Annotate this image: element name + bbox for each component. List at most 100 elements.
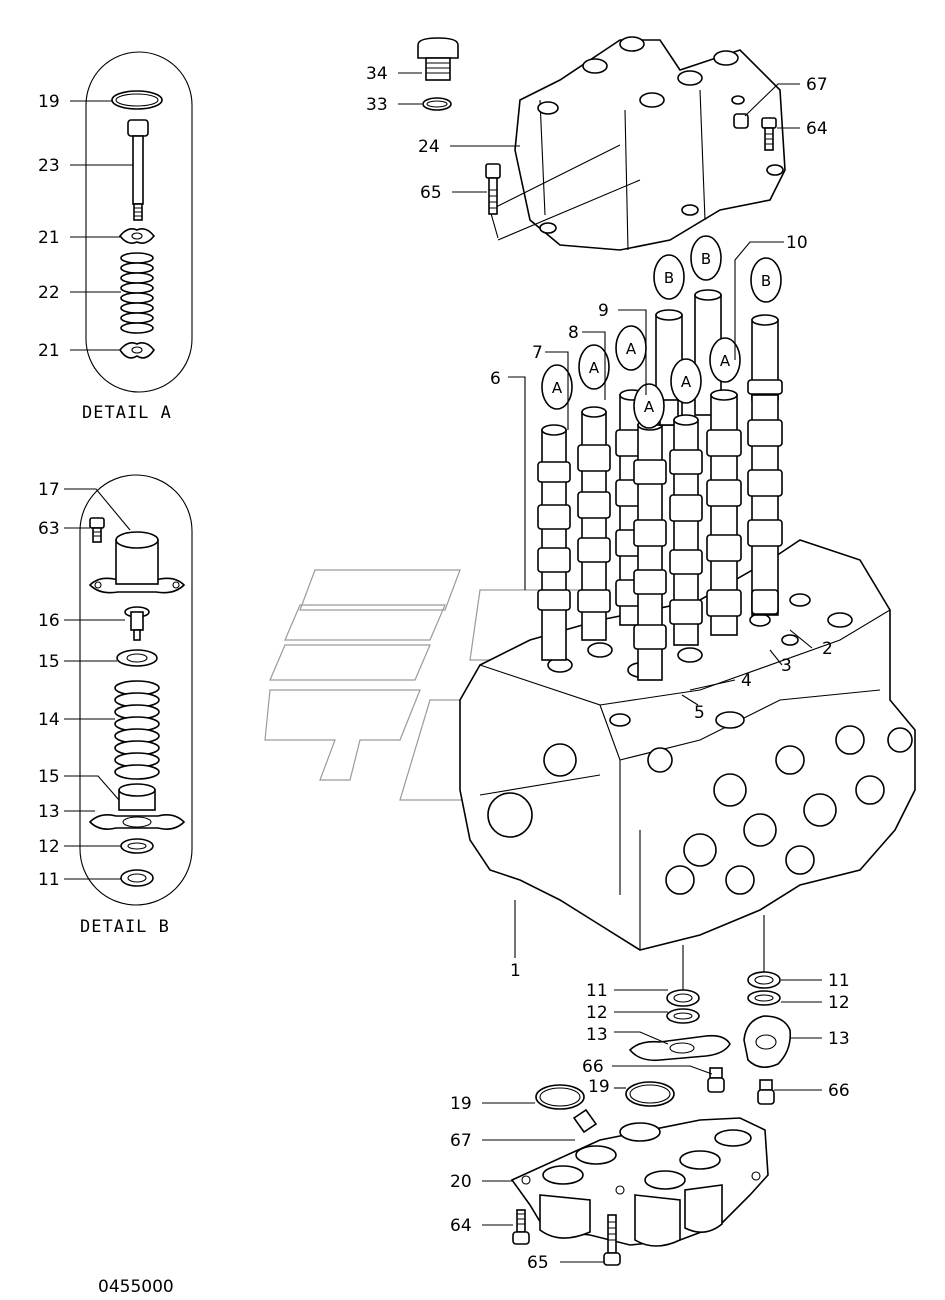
plate-13-left bbox=[628, 1034, 731, 1062]
callout-12-right: 12 bbox=[828, 993, 850, 1013]
spring-seat-21-lower bbox=[119, 342, 155, 359]
callout-19-detail-a: 19 bbox=[38, 92, 60, 112]
callout-21-lower: 21 bbox=[38, 341, 60, 361]
callout-65-top: 65 bbox=[420, 183, 442, 203]
bolt-66-left bbox=[707, 1067, 725, 1093]
spool-tag-a-6 bbox=[541, 364, 573, 410]
callout-15-lower: 15 bbox=[38, 767, 60, 787]
spring-seat-15-lower bbox=[118, 783, 156, 811]
drawing-number: 0455000 bbox=[98, 1277, 174, 1297]
callout-9: 9 bbox=[598, 301, 609, 321]
spool-tag-b-upper-text: B bbox=[701, 250, 711, 268]
spool-4 bbox=[669, 414, 703, 646]
o-ring-33 bbox=[422, 97, 452, 111]
spool-3 bbox=[706, 389, 742, 636]
spool-tag-group: A A A A A A B B B bbox=[541, 235, 782, 429]
detail-b: 17 63 16 15 14 15 13 12 11 DETAIL B bbox=[38, 474, 193, 937]
callout-11-detail-b: 11 bbox=[38, 870, 60, 890]
callout-11-right: 11 bbox=[828, 971, 850, 991]
cap-17 bbox=[88, 531, 186, 594]
seal-12-detail-b bbox=[120, 838, 154, 854]
callout-8: 8 bbox=[568, 323, 579, 343]
detail-b-label: DETAIL B bbox=[80, 917, 170, 937]
callout-21-upper: 21 bbox=[38, 228, 60, 248]
spool-tag-a-3 bbox=[709, 337, 741, 383]
callout-34: 34 bbox=[366, 64, 388, 84]
spool-tag-a-3-text: A bbox=[720, 352, 731, 370]
callout-7: 7 bbox=[532, 343, 543, 363]
plug-67-bottom bbox=[572, 1108, 598, 1134]
callout-11-left: 11 bbox=[586, 981, 608, 1001]
bolt-66-right bbox=[757, 1079, 775, 1105]
callout-23: 23 bbox=[38, 156, 60, 176]
spool-tag-a-4-text: A bbox=[681, 373, 692, 391]
callout-63: 63 bbox=[38, 519, 60, 539]
detail-a-outline bbox=[85, 51, 193, 393]
spool-tag-b-upper bbox=[690, 235, 722, 281]
seal-12-right bbox=[747, 990, 781, 1006]
callout-22: 22 bbox=[38, 283, 60, 303]
spring-14 bbox=[114, 680, 160, 780]
screw-63 bbox=[89, 517, 105, 543]
callout-67-bottom: 67 bbox=[450, 1131, 472, 1151]
spool-tag-a-7-text: A bbox=[589, 359, 600, 377]
housing-20 bbox=[510, 1117, 769, 1247]
o-ring-19-left bbox=[535, 1084, 585, 1110]
spool-6 bbox=[537, 424, 571, 661]
spool-tag-a-5-text: A bbox=[644, 398, 655, 416]
callout-19-right: 19 bbox=[588, 1077, 610, 1097]
callout-2: 2 bbox=[822, 639, 833, 659]
callout-66-right: 66 bbox=[828, 1081, 850, 1101]
callout-17: 17 bbox=[38, 480, 60, 500]
detail-b-outline bbox=[79, 474, 193, 906]
callout-13-right: 13 bbox=[828, 1029, 850, 1049]
plate-13-detail-b bbox=[88, 814, 186, 830]
plug-34 bbox=[417, 37, 459, 81]
valve-body-1 bbox=[459, 539, 916, 951]
callout-12-left: 12 bbox=[586, 1003, 608, 1023]
spool-tag-a-8-text: A bbox=[626, 340, 637, 358]
callout-24: 24 bbox=[418, 137, 440, 157]
callout-13-left: 13 bbox=[586, 1025, 608, 1045]
callout-67-top: 67 bbox=[806, 75, 828, 95]
spring-seat-21-upper bbox=[118, 228, 156, 244]
callout-13-detail-b: 13 bbox=[38, 802, 60, 822]
spool-tag-a-4 bbox=[670, 358, 702, 404]
spool-5 bbox=[633, 419, 667, 681]
spool-tag-a-7 bbox=[578, 344, 610, 390]
callout-66-left: 66 bbox=[582, 1057, 604, 1077]
plate-13-right bbox=[743, 1015, 792, 1068]
spool-tag-b-10 bbox=[750, 257, 782, 303]
pin-16 bbox=[124, 606, 150, 641]
seal-11-left bbox=[666, 989, 700, 1007]
callout-5: 5 bbox=[694, 703, 705, 723]
bolt-65-top bbox=[485, 163, 501, 215]
callout-64-bottom: 64 bbox=[450, 1216, 472, 1236]
bolt-64-bottom bbox=[512, 1209, 530, 1245]
callout-20: 20 bbox=[450, 1172, 472, 1192]
spool-tag-b-9 bbox=[653, 254, 685, 300]
seal-12-left bbox=[666, 1008, 700, 1024]
spool-tag-b-9-text: B bbox=[664, 269, 674, 287]
detail-a-label: DETAIL A bbox=[82, 403, 172, 423]
callout-64-top: 64 bbox=[806, 119, 828, 139]
seal-11-detail-b bbox=[120, 869, 154, 887]
cover-24 bbox=[489, 36, 786, 251]
callout-3: 3 bbox=[781, 656, 792, 676]
detail-a: 19 23 21 22 21 DETAIL A bbox=[38, 51, 193, 423]
callout-33: 33 bbox=[366, 95, 388, 115]
bolt-65-bottom bbox=[603, 1214, 621, 1266]
spool-tag-a-5 bbox=[633, 383, 665, 429]
bolt-23 bbox=[127, 119, 149, 221]
callout-15-upper: 15 bbox=[38, 652, 60, 672]
o-ring-19-right bbox=[625, 1081, 675, 1107]
callout-16: 16 bbox=[38, 611, 60, 631]
plug-67-top bbox=[733, 113, 749, 129]
seal-11-right bbox=[747, 971, 781, 989]
spring-seat-15-upper bbox=[116, 649, 158, 667]
callout-14: 14 bbox=[38, 710, 60, 730]
callout-1: 1 bbox=[510, 961, 521, 981]
callout-6: 6 bbox=[490, 369, 501, 389]
